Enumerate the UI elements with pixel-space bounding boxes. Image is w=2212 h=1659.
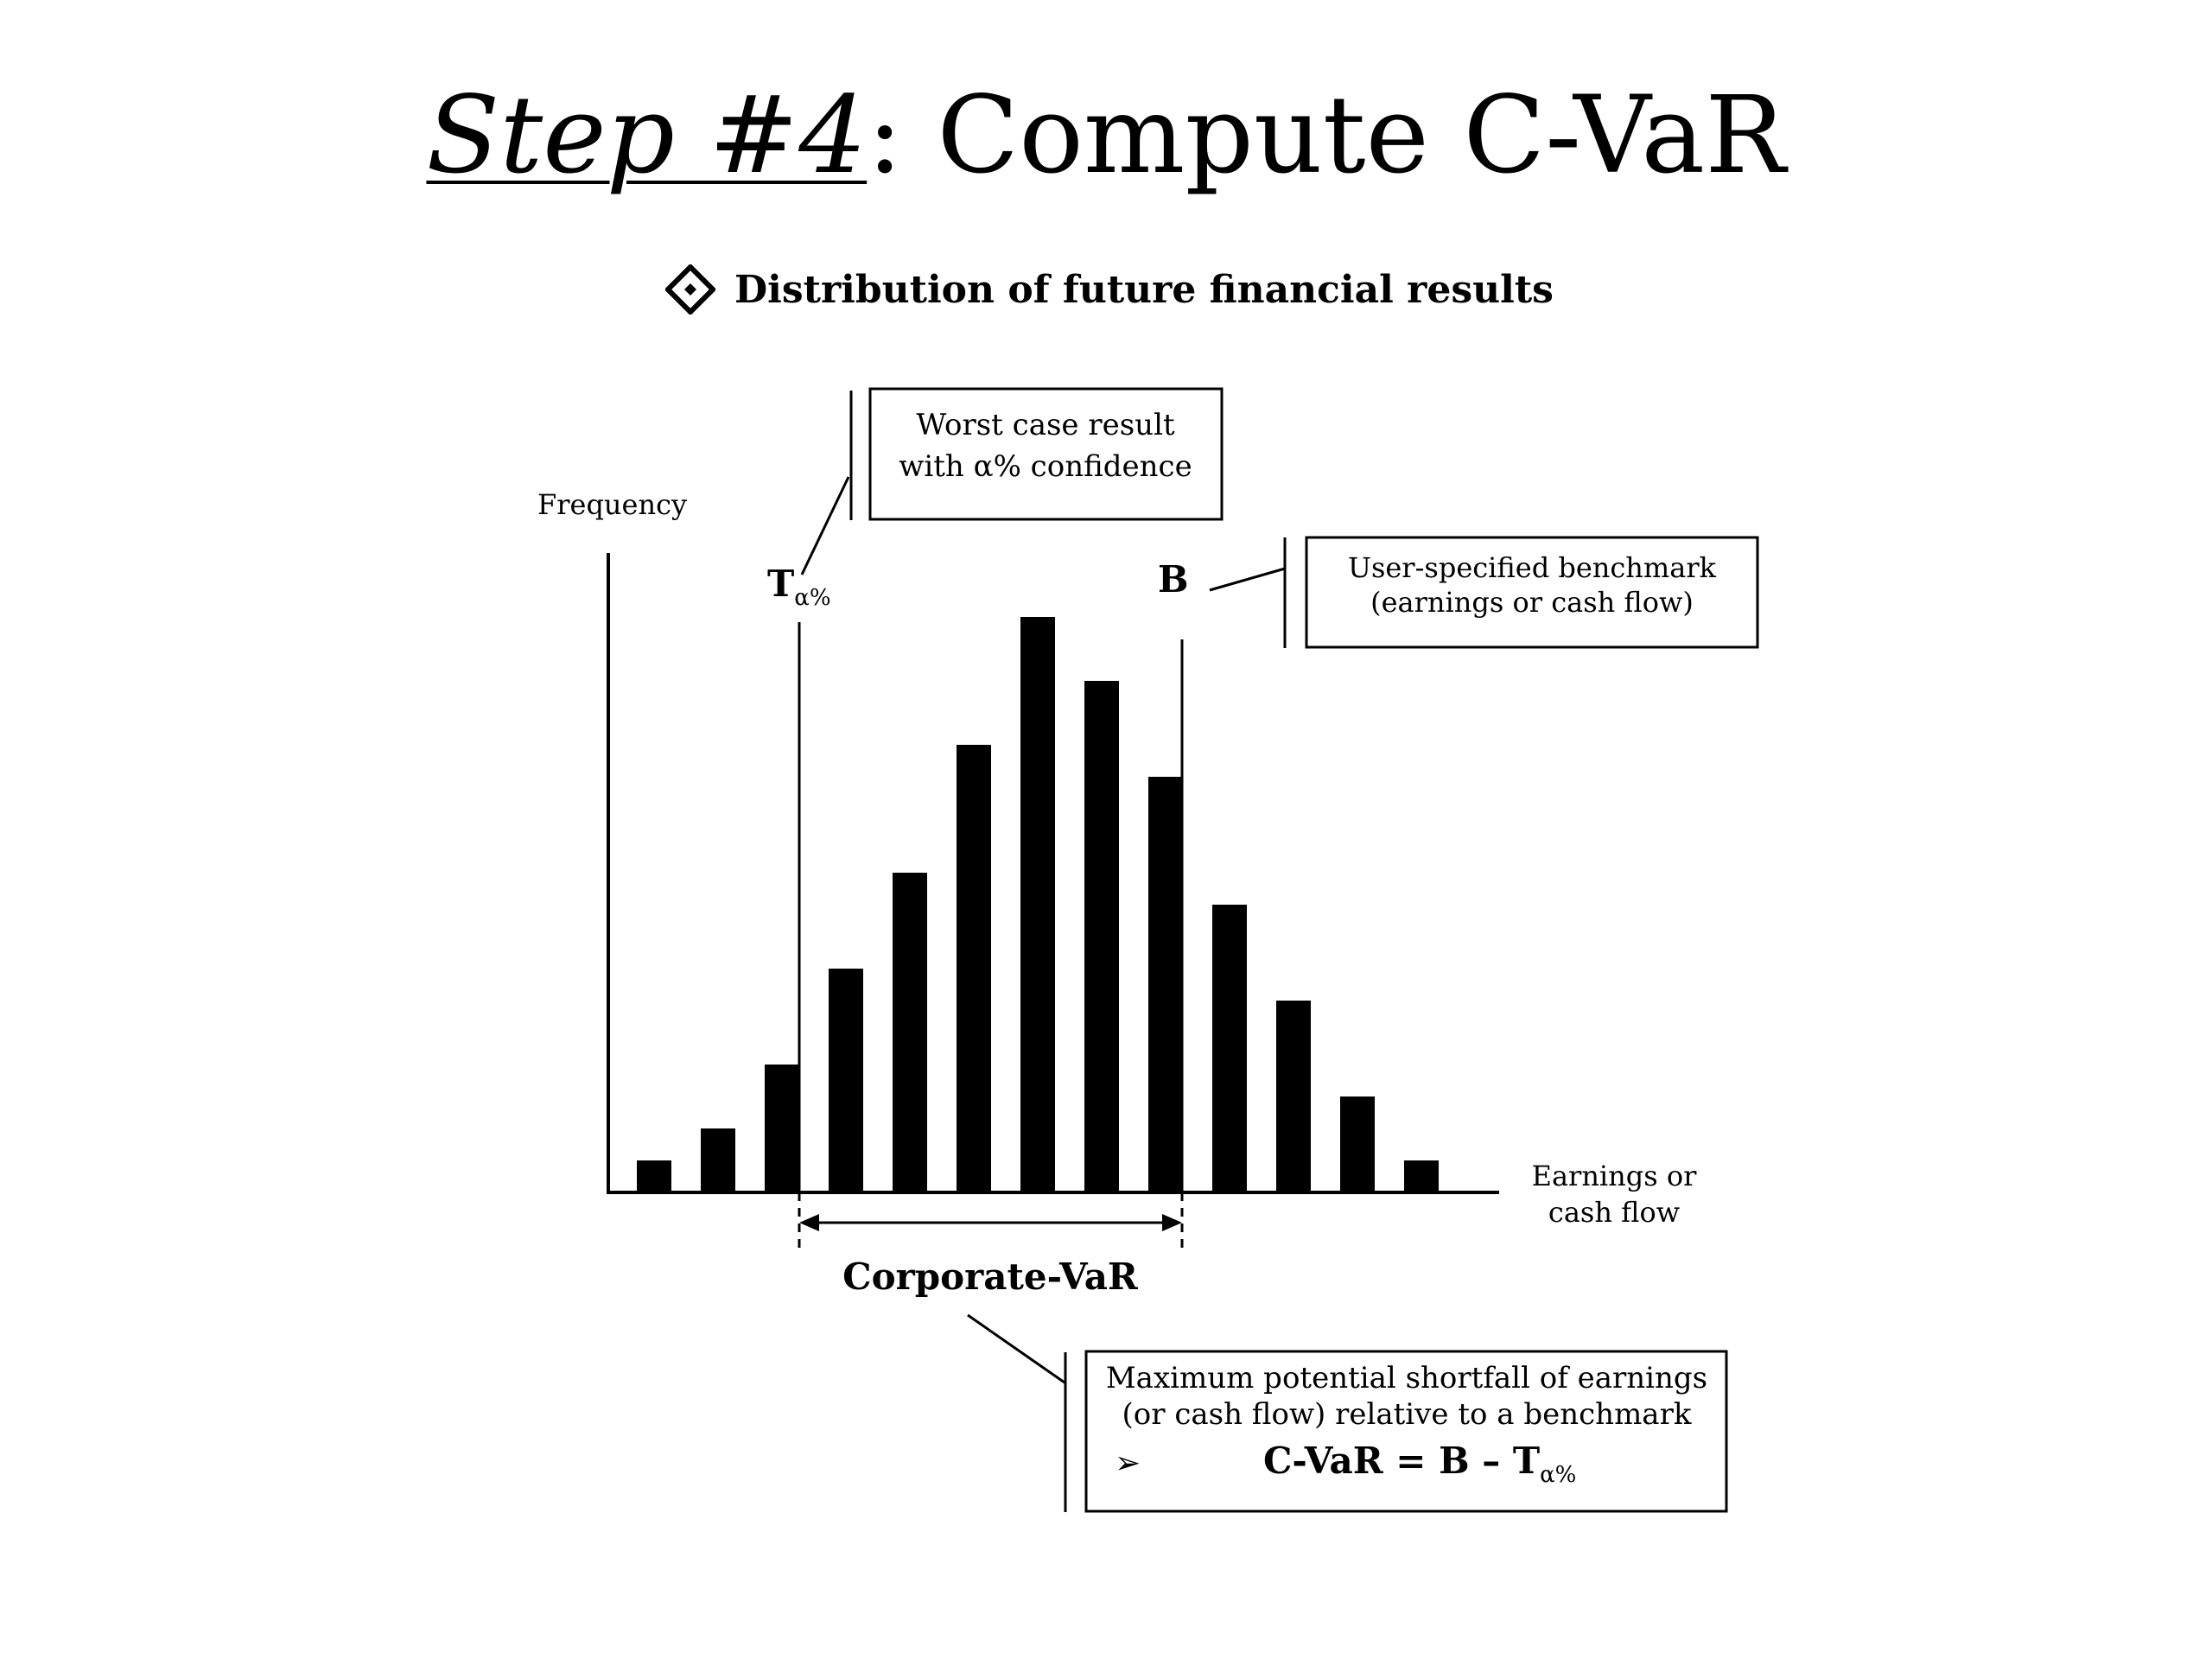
title-rest: : Compute C-VaR — [867, 73, 1786, 198]
histogram-bar — [1084, 681, 1119, 1192]
callout-shortfall-box — [1084, 1350, 1728, 1513]
callout-worst-line1: Worst case result — [916, 408, 1175, 442]
histogram-bar — [1148, 777, 1183, 1192]
formula: C-VaR = B – Tα% — [1263, 1440, 1576, 1488]
threshold-letter: T — [767, 563, 794, 605]
title-step: Step #4 — [426, 73, 868, 198]
histogram-bar — [1212, 905, 1247, 1192]
y-axis-label: Frequency — [537, 488, 687, 521]
callout-benchmark-line2: (earnings or cash flow) — [1370, 586, 1694, 619]
callout-benchmark-line1: User-specified benchmark — [1348, 551, 1717, 584]
histogram-bar — [765, 1065, 799, 1192]
var-label: Corporate-VaR — [842, 1255, 1139, 1298]
callout-worst-pointer — [800, 476, 850, 575]
threshold-label: Tα% — [767, 563, 831, 611]
x-axis-label-line2: cash flow — [1548, 1196, 1680, 1229]
subtitle: Distribution of future financial results — [665, 259, 1554, 320]
callout-benchmark-box — [1305, 536, 1759, 649]
threshold-subscript: α% — [794, 585, 830, 611]
subtitle-text: Distribution of future financial results — [734, 267, 1554, 312]
callout-worst-line2: with α% confidence — [899, 449, 1192, 484]
histogram-bar — [1020, 617, 1055, 1192]
histogram-bar — [1340, 1096, 1375, 1192]
callout-worst-box — [868, 387, 1224, 521]
histogram-bar — [701, 1128, 735, 1192]
histogram-bar — [637, 1160, 671, 1192]
formula-main: C-VaR = B – T — [1263, 1440, 1540, 1482]
var-arrow-right-head — [1162, 1214, 1182, 1231]
var-arrow-left-head — [799, 1214, 819, 1231]
diamond-bullet-icon — [665, 264, 715, 315]
benchmark-label: B — [1158, 558, 1189, 601]
callout-shortfall-pointer — [967, 1313, 1065, 1384]
callout-shortfall-line2: (or cash flow) relative to a benchmark — [1122, 1397, 1692, 1432]
x-axis-label-line1: Earnings or — [1532, 1160, 1698, 1192]
formula-bullet-icon: ➢ — [1115, 1446, 1141, 1481]
histogram-bar — [1404, 1160, 1439, 1192]
formula-subscript: α% — [1540, 1462, 1576, 1488]
histogram-bar — [893, 873, 927, 1192]
callout-shortfall-line1: Maximum potential shortfall of earnings — [1106, 1361, 1707, 1395]
slide-title: Step #4: Compute C-VaR — [0, 82, 2212, 189]
histogram-bar — [1276, 1001, 1311, 1192]
histogram-bars — [637, 617, 1439, 1192]
callout-benchmark-pointer — [1209, 567, 1286, 592]
histogram-bar — [829, 969, 863, 1192]
histogram-bar — [957, 745, 991, 1192]
